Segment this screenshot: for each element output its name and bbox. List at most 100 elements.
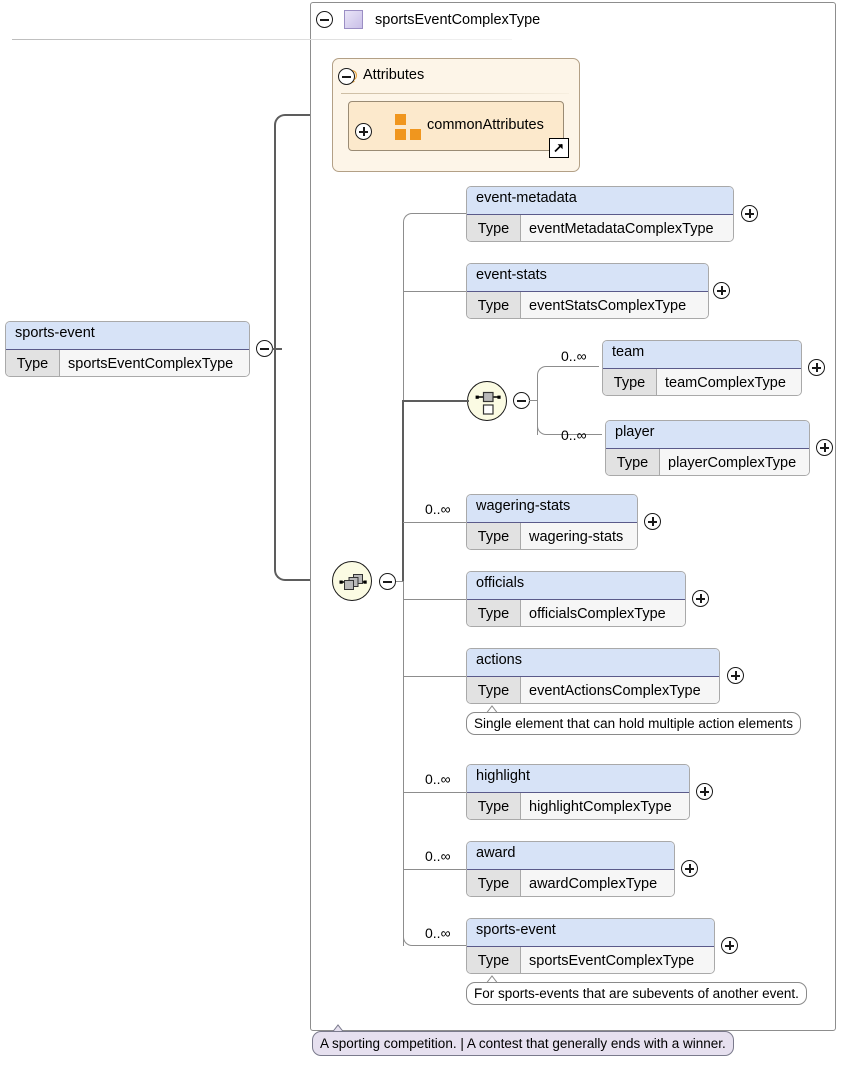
element-name: officials <box>467 572 685 600</box>
occurs-sports-event: 0..∞ <box>425 925 451 941</box>
element-name: highlight <box>467 765 689 793</box>
expand-toggle-sports-event-child[interactable] <box>721 937 738 954</box>
element-type-row: Type eventActionsComplexType <box>467 677 719 703</box>
type-value: wagering-stats <box>521 523 637 549</box>
occurs-player: 0..∞ <box>561 427 587 443</box>
expand-toggle-officials[interactable] <box>692 590 709 607</box>
attributes-divider <box>341 93 569 94</box>
collapse-toggle-choice[interactable] <box>513 392 530 409</box>
type-label: Type <box>467 947 521 973</box>
expand-toggle-player[interactable] <box>816 439 833 456</box>
expand-toggle-actions[interactable] <box>727 667 744 684</box>
element-type-row: Type sportsEventComplexType <box>6 350 249 376</box>
element-type-row: Type eventStatsComplexType <box>467 292 708 318</box>
attributes-group-label: Attributes <box>363 67 425 83</box>
element-type-row: Type teamComplexType <box>603 369 801 395</box>
element-name: team <box>603 341 801 369</box>
element-name: event-stats <box>467 264 708 292</box>
type-value: teamComplexType <box>657 369 801 395</box>
type-value: eventActionsComplexType <box>521 677 719 703</box>
type-label: Type <box>467 600 521 626</box>
element-name: player <box>606 421 809 449</box>
annotation-actions: Single element that can hold multiple ac… <box>466 712 801 735</box>
collapse-toggle-attributes[interactable] <box>338 68 355 85</box>
connector-to-actions <box>403 676 466 677</box>
element-box-wagering-stats[interactable]: wagering-stats Type wagering-stats <box>466 494 638 550</box>
element-box-sports-event-root[interactable]: sports-event Type sportsEventComplexType <box>5 321 250 377</box>
connector-to-team <box>537 366 599 376</box>
element-name: sports-event <box>6 322 249 350</box>
choice-icon[interactable] <box>467 381 507 421</box>
element-box-event-stats[interactable]: event-stats Type eventStatsComplexType <box>466 263 709 319</box>
type-value: sportsEventComplexType <box>521 947 714 973</box>
type-label: Type <box>467 793 521 819</box>
connector-to-sports-event <box>403 936 466 946</box>
external-link-icon[interactable] <box>549 138 569 158</box>
type-value: officialsComplexType <box>521 600 685 626</box>
type-label: Type <box>467 870 521 896</box>
collapse-toggle-complextype[interactable] <box>316 11 333 28</box>
element-box-player[interactable]: player Type playerComplexType <box>605 420 810 476</box>
connector-sequence-to-choice <box>403 400 469 402</box>
connector-to-event-stats <box>403 291 466 292</box>
attribute-group-icon <box>395 114 406 125</box>
type-label: Type <box>467 215 521 241</box>
type-label: Type <box>6 350 60 376</box>
type-label: Type <box>467 292 521 318</box>
occurs-team: 0..∞ <box>561 348 587 364</box>
type-label: Type <box>467 523 521 549</box>
annotation-documentation: A sporting competition. | A contest that… <box>312 1031 734 1056</box>
attributes-group: @ Attributes commonAttributes <box>332 58 580 172</box>
sequence-icon[interactable] <box>332 561 372 601</box>
expand-toggle-commonattributes[interactable] <box>355 123 372 140</box>
element-type-row: Type sportsEventComplexType <box>467 947 714 973</box>
element-type-row: Type eventMetadataComplexType <box>467 215 733 241</box>
element-box-sports-event-child[interactable]: sports-event Type sportsEventComplexType <box>466 918 715 974</box>
expand-toggle-event-metadata[interactable] <box>741 205 758 222</box>
element-name: wagering-stats <box>467 495 637 523</box>
element-name: sports-event <box>467 919 714 947</box>
expand-toggle-highlight[interactable] <box>696 783 713 800</box>
connector-sequence-to-choice-vert <box>402 400 404 581</box>
attribute-group-icon-2 <box>395 129 406 140</box>
header-divider <box>12 39 512 40</box>
attribute-item-commonattributes[interactable]: commonAttributes <box>348 101 569 158</box>
expand-toggle-award[interactable] <box>681 860 698 877</box>
element-box-award[interactable]: award Type awardComplexType <box>466 841 675 897</box>
occurs-award: 0..∞ <box>425 848 451 864</box>
expand-toggle-team[interactable] <box>808 359 825 376</box>
element-box-officials[interactable]: officials Type officialsComplexType <box>466 571 686 627</box>
connector-to-event-metadata <box>403 213 466 223</box>
occurs-wagering-stats: 0..∞ <box>425 501 451 517</box>
element-box-actions[interactable]: actions Type eventActionsComplexType <box>466 648 720 704</box>
type-value: sportsEventComplexType <box>60 350 249 376</box>
connector-choice-out <box>529 400 538 401</box>
type-label: Type <box>606 449 660 475</box>
connector-to-player <box>537 425 602 435</box>
connector-to-officials <box>403 599 466 600</box>
element-type-row: Type officialsComplexType <box>467 600 685 626</box>
element-type-row: Type highlightComplexType <box>467 793 689 819</box>
element-name: actions <box>467 649 719 677</box>
connector-to-highlight <box>403 792 466 793</box>
type-value: eventStatsComplexType <box>521 292 708 318</box>
element-box-team[interactable]: team Type teamComplexType <box>602 340 802 396</box>
complextype-icon <box>344 10 363 29</box>
connector-sequence-out <box>396 581 404 582</box>
type-value: eventMetadataComplexType <box>521 215 733 241</box>
attribute-item-label: commonAttributes <box>427 117 544 133</box>
element-name: event-metadata <box>467 187 733 215</box>
expand-toggle-event-stats[interactable] <box>713 282 730 299</box>
connector-to-wagering-stats <box>403 522 466 523</box>
expand-toggle-wagering-stats[interactable] <box>644 513 661 530</box>
collapse-toggle-root[interactable] <box>256 340 273 357</box>
connector-trunk-lower <box>403 581 404 946</box>
element-box-highlight[interactable]: highlight Type highlightComplexType <box>466 764 690 820</box>
element-box-event-metadata[interactable]: event-metadata Type eventMetadataComplex… <box>466 186 734 242</box>
complextype-title: sportsEventComplexType <box>375 12 541 28</box>
connector-to-award <box>403 869 466 870</box>
occurs-highlight: 0..∞ <box>425 771 451 787</box>
collapse-toggle-sequence[interactable] <box>379 573 396 590</box>
type-value: playerComplexType <box>660 449 809 475</box>
